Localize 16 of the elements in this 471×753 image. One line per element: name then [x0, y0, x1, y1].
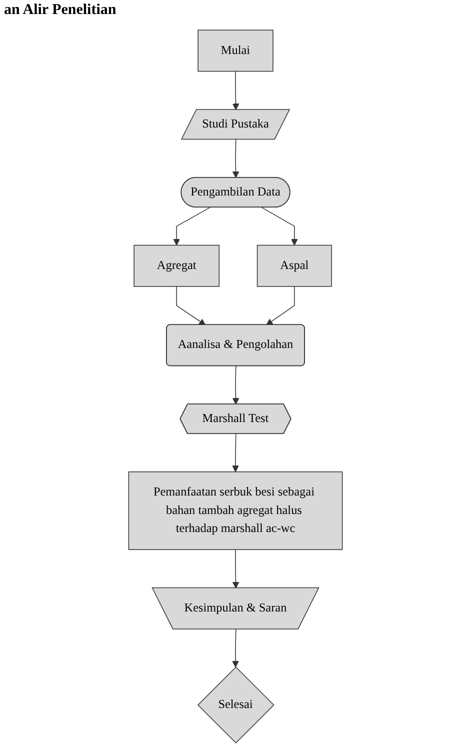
node-box: Aspal	[256, 244, 332, 287]
arrow	[176, 286, 206, 326]
arrow	[232, 434, 239, 472]
node-box: Agregat	[134, 244, 220, 287]
arrow	[232, 139, 240, 178]
node-diamond: Selesai	[197, 666, 274, 744]
arrow	[232, 628, 239, 668]
arrow	[173, 207, 210, 246]
node-box: Pemanfaatan serbuk besi sebagai bahan tambah agregat halus terhadap marshall ac-wc	[128, 471, 343, 550]
diagram-title: an Alir Penelitian	[3, 1, 118, 20]
arrow	[232, 549, 240, 588]
arrow	[232, 366, 240, 405]
arrow	[261, 207, 298, 246]
node-box: Mulai	[198, 30, 274, 72]
arrow	[266, 286, 295, 326]
arrow	[232, 70, 240, 110]
